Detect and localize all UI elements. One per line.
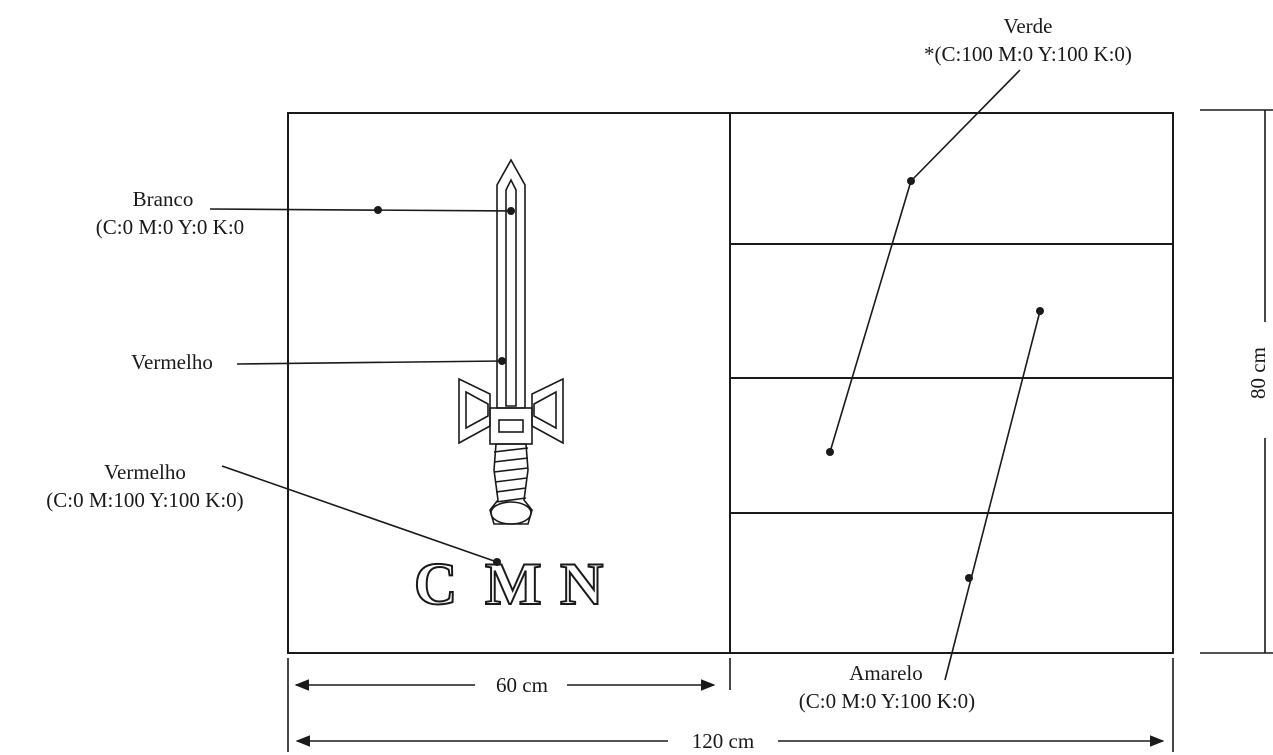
vermelho-blade-leader — [236, 360, 503, 365]
amarelo-label: Amarelo — [849, 661, 922, 685]
branco-leader — [209, 208, 512, 212]
amarelo-leader — [944, 310, 1041, 681]
emblem-letter-n: N — [560, 551, 603, 617]
vermelho-leader — [221, 465, 498, 563]
branco-label: Branco — [133, 187, 194, 211]
height-label: 80 cm — [1246, 347, 1270, 399]
vermelho-cmyk-label: (C:0 M:100 Y:100 K:0) — [46, 488, 243, 512]
full-width-label: 120 cm — [692, 729, 754, 753]
vermelho-blade-label: Vermelho — [131, 350, 213, 374]
vermelho-label: Vermelho — [104, 460, 186, 484]
verde-leader-2 — [829, 180, 912, 453]
verde-cmyk-label: *(C:100 M:0 Y:100 K:0) — [924, 42, 1132, 66]
half-width-label: 60 cm — [496, 673, 548, 697]
sword-icon — [458, 158, 564, 525]
verde-label: Verde — [1004, 14, 1053, 38]
emblem-letter-c: C — [414, 551, 457, 617]
amarelo-cmyk-label: (C:0 M:0 Y:100 K:0) — [799, 689, 975, 713]
verde-leader — [910, 69, 1021, 182]
branco-cmyk-label: (C:0 M:0 Y:0 K:0 — [96, 215, 244, 239]
